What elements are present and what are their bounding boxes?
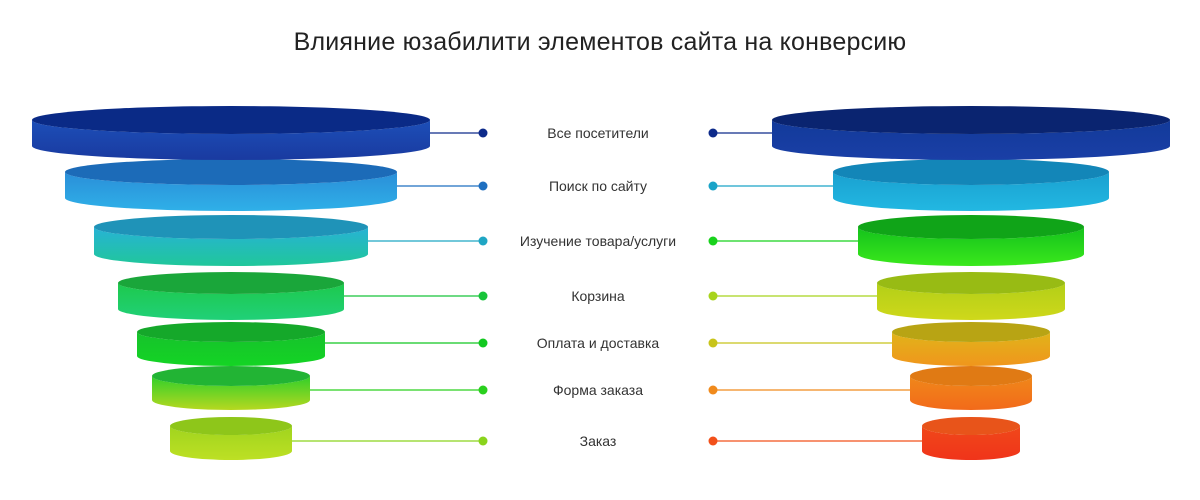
right-funnel-disc <box>772 106 1170 160</box>
left-disc-side <box>118 283 344 320</box>
left-disc-side <box>170 426 292 460</box>
left-connector-dot <box>478 291 488 301</box>
right-disc-side <box>772 120 1170 160</box>
right-connector-dot <box>708 436 718 446</box>
stage-label: Поиск по сайту <box>549 178 647 194</box>
left-funnel-disc <box>118 272 344 320</box>
left-connector-dot <box>478 181 488 191</box>
right-disc-top <box>922 417 1020 435</box>
left-funnel-disc <box>94 215 368 266</box>
right-disc-side <box>877 283 1065 320</box>
left-disc-top <box>118 272 344 294</box>
right-disc-top <box>892 322 1050 342</box>
left-funnel-disc <box>137 322 325 366</box>
left-disc-side <box>94 227 368 266</box>
right-disc-side <box>910 376 1032 410</box>
left-funnel-disc <box>170 417 292 460</box>
right-disc-side <box>892 332 1050 366</box>
left-disc-side <box>152 376 310 410</box>
left-connector-dot <box>478 128 488 138</box>
left-connector-dot <box>478 236 488 246</box>
stage-label: Изучение товара/услуги <box>520 233 676 249</box>
right-disc-side <box>833 172 1109 211</box>
right-disc-top <box>772 106 1170 134</box>
right-funnel-disc <box>833 159 1109 211</box>
right-disc-top <box>877 272 1065 294</box>
right-funnel-disc <box>858 215 1084 266</box>
right-disc-top <box>858 215 1084 239</box>
left-disc-side <box>137 332 325 366</box>
left-funnel-disc <box>152 366 310 410</box>
left-connector-dot <box>478 338 488 348</box>
left-disc-top <box>32 106 430 134</box>
left-disc-top <box>152 366 310 386</box>
left-connector-dot <box>478 385 488 395</box>
right-connector-dot <box>708 291 718 301</box>
left-disc-top <box>94 215 368 239</box>
left-disc-top <box>65 159 397 185</box>
right-connector-dot <box>708 181 718 191</box>
right-connector-dot <box>708 338 718 348</box>
right-funnel-disc <box>877 272 1065 320</box>
left-disc-side <box>65 172 397 211</box>
left-funnel <box>32 106 430 460</box>
left-connector-dot <box>478 436 488 446</box>
stage-label: Форма заказа <box>553 382 643 398</box>
stage-label: Оплата и доставка <box>537 335 660 351</box>
left-disc-top <box>137 322 325 342</box>
right-funnel <box>772 106 1170 460</box>
right-connector-dot <box>708 385 718 395</box>
right-disc-side <box>858 227 1084 266</box>
right-disc-top <box>910 366 1032 386</box>
stage-label: Заказ <box>580 433 617 449</box>
right-disc-top <box>833 159 1109 185</box>
stage-label: Все посетители <box>547 125 649 141</box>
connectors <box>292 128 922 446</box>
left-disc-side <box>32 120 430 160</box>
stage-label: Корзина <box>571 288 625 304</box>
right-connector-dot <box>708 236 718 246</box>
right-disc-side <box>922 426 1020 460</box>
page-title: Влияние юзабилити элементов сайта на кон… <box>293 28 907 56</box>
right-connector-dot <box>708 128 718 138</box>
right-funnel-disc <box>892 322 1050 366</box>
left-funnel-disc <box>32 106 430 160</box>
left-funnel-disc <box>65 159 397 211</box>
right-funnel-disc <box>922 417 1020 460</box>
left-disc-top <box>170 417 292 435</box>
right-funnel-disc <box>910 366 1032 410</box>
